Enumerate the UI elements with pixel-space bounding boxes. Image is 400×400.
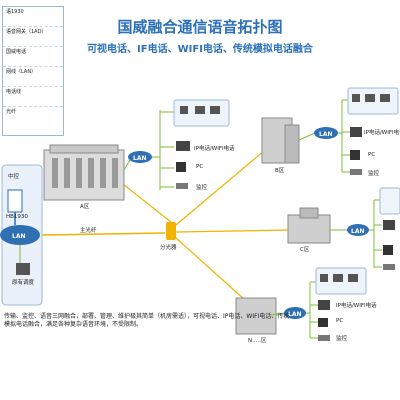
ipphone-n-icon (318, 300, 330, 310)
pc-n-label: PC (336, 318, 344, 324)
area-b-label: B区 (275, 168, 285, 174)
page-subtitle: 可视电话、IF电话、WIFI电话、传统模拟电话融合 (87, 44, 313, 55)
splitter-label: 分光器 (160, 245, 177, 251)
ipphone-b-icon (350, 127, 362, 137)
main-fiber-label: 主光纤 (80, 228, 97, 234)
lan-b-label: LAN (319, 131, 333, 138)
ipphone-a-label: IP电话/WIFI电话 (194, 146, 235, 152)
main-fiber-line (41, 232, 166, 236)
lan-b-icon (314, 127, 338, 139)
monitor-b-label: 监控 (368, 171, 380, 177)
lan-c-label: LAN (351, 228, 365, 235)
lan-n-icon (284, 307, 306, 319)
ipphone-n-label: IP电话/WIFI电话 (336, 303, 377, 309)
building-c-icon (287, 214, 331, 244)
center-model-label: HB1930 (6, 214, 28, 220)
area-a-label: A区 (80, 204, 90, 210)
ipphone-a-icon (176, 141, 190, 151)
center-switch-icon (7, 189, 23, 213)
lan-c-icon (347, 224, 369, 236)
dispatch-label: 原有调度 (12, 280, 35, 286)
monitor-n-label: 监控 (336, 336, 348, 342)
monitor-a-label: 监控 (196, 185, 208, 191)
legend-item: 语1930 (3, 7, 63, 27)
legend-item: 语音网关（1AD） (3, 27, 63, 47)
legend-item: 国威电话 (3, 47, 63, 67)
legend-item: 光纤 (6, 109, 17, 115)
center-lan-label: LAN (12, 233, 26, 240)
area-c-label: C区 (300, 247, 310, 253)
center-lan-icon (0, 225, 40, 245)
camera-b-icon (350, 169, 362, 175)
center-top-label: 中控 (8, 174, 20, 180)
pc-c-icon (383, 245, 393, 255)
lan-n-label: LAN (288, 311, 302, 318)
pc-a-label: PC (196, 164, 204, 170)
page-title: 国威融合通信语音拓扑图 (117, 18, 283, 36)
lan-a-icon (128, 151, 152, 163)
camera-a-icon (176, 183, 188, 189)
camera-c-icon (383, 264, 395, 270)
building-n-icon (235, 297, 277, 335)
phone-group-c (379, 187, 400, 215)
area-n-label: N.....区 (248, 338, 267, 344)
splitter-icon (166, 222, 176, 240)
legend-item: 网线（LAN） (3, 67, 63, 87)
legend-item: 电话线 (3, 87, 63, 107)
pc-n-icon (318, 318, 328, 327)
dispatch-icon (16, 263, 30, 275)
pc-b-label: PC (368, 152, 376, 158)
pc-a-icon (176, 162, 186, 172)
ipphone-b-label: IP电话/WIFI电话 (364, 130, 400, 136)
legend-panel: 语1930 语音网关（1AD） 国威电话 网线（LAN） 电话线 光纤 (2, 6, 64, 136)
description-note: 传输、监控、语音三网融合，部署、管理、维护极其简单（机房需适），可视电话、IP电… (4, 313, 290, 328)
pc-b-icon (350, 150, 360, 160)
ipphone-c-icon (383, 220, 395, 230)
lan-a-label: LAN (133, 155, 147, 162)
camera-n-icon (318, 335, 330, 341)
